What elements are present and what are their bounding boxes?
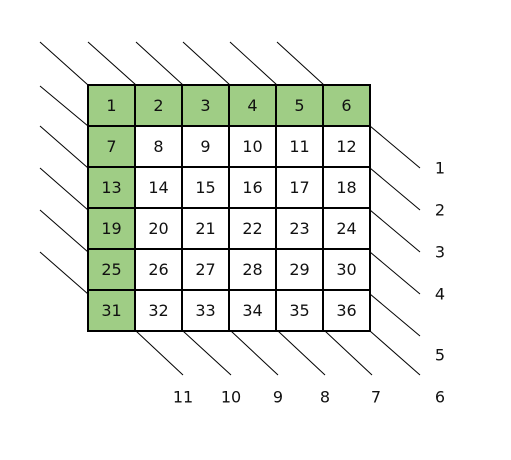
right-label: 6	[434, 387, 446, 407]
diagonal-line	[39, 125, 89, 169]
diagonal-line	[369, 251, 421, 295]
diagonal-line	[39, 209, 89, 253]
grid-cell: 26	[135, 249, 182, 290]
grid-cell: 10	[229, 126, 276, 167]
grid-cell: 1	[88, 85, 135, 126]
diagonal-line	[135, 330, 184, 376]
diagonal-line	[87, 41, 137, 86]
diagonal-line	[39, 41, 89, 86]
grid-cell: 9	[182, 126, 229, 167]
grid-cell: 36	[323, 290, 370, 331]
bottom-label: 8	[319, 387, 331, 407]
diagonal-line	[182, 41, 231, 86]
grid-cell: 33	[182, 290, 229, 331]
bottom-label: 10	[220, 387, 242, 407]
bottom-label: 7	[370, 387, 382, 407]
diagonal-line	[39, 167, 89, 211]
grid-cell: 22	[229, 208, 276, 249]
grid-cell: 7	[88, 126, 135, 167]
grid-cell: 20	[135, 208, 182, 249]
diagonal-line	[276, 41, 325, 86]
grid-cell: 28	[229, 249, 276, 290]
grid-cell: 8	[135, 126, 182, 167]
grid-cell: 17	[276, 167, 323, 208]
diagonal-line	[135, 41, 184, 86]
diagonal-line	[39, 85, 89, 127]
diagonal-line	[182, 330, 232, 376]
grid-cell: 27	[182, 249, 229, 290]
grid-cell: 31	[88, 290, 135, 331]
grid-cell: 13	[88, 167, 135, 208]
grid-cell: 35	[276, 290, 323, 331]
right-label: 1	[434, 158, 446, 178]
grid-cell: 29	[276, 249, 323, 290]
grid-cell: 5	[276, 85, 323, 126]
right-label: 3	[434, 242, 446, 262]
grid-cell: 32	[135, 290, 182, 331]
grid-cell: 19	[88, 208, 135, 249]
diagonal-line	[229, 41, 278, 86]
grid-cell: 18	[323, 167, 370, 208]
grid-cell: 2	[135, 85, 182, 126]
grid-cell: 3	[182, 85, 229, 126]
grid-cell: 14	[135, 167, 182, 208]
diagonal-line	[230, 330, 279, 376]
diagonal-line	[277, 330, 326, 376]
grid-cell: 12	[323, 126, 370, 167]
diagonal-line	[369, 167, 421, 211]
diagonal-line	[324, 330, 373, 376]
grid-cell: 15	[182, 167, 229, 208]
diagonal-line	[369, 125, 421, 169]
diagonal-line	[39, 251, 89, 295]
grid-cell: 6	[323, 85, 370, 126]
grid-cell: 16	[229, 167, 276, 208]
diagonal-line	[369, 209, 421, 253]
grid-cell: 34	[229, 290, 276, 331]
diagonal-line	[369, 293, 421, 337]
right-label: 2	[434, 200, 446, 220]
right-label: 5	[434, 345, 446, 365]
right-label: 4	[434, 284, 446, 304]
grid-cell: 25	[88, 249, 135, 290]
grid-cell: 24	[323, 208, 370, 249]
grid-cell: 4	[229, 85, 276, 126]
bottom-label: 11	[172, 387, 194, 407]
grid-cell: 21	[182, 208, 229, 249]
bottom-label: 9	[272, 387, 284, 407]
diagonal-line	[369, 330, 421, 376]
grid-cell: 11	[276, 126, 323, 167]
grid-cell: 30	[323, 249, 370, 290]
grid-cell: 23	[276, 208, 323, 249]
